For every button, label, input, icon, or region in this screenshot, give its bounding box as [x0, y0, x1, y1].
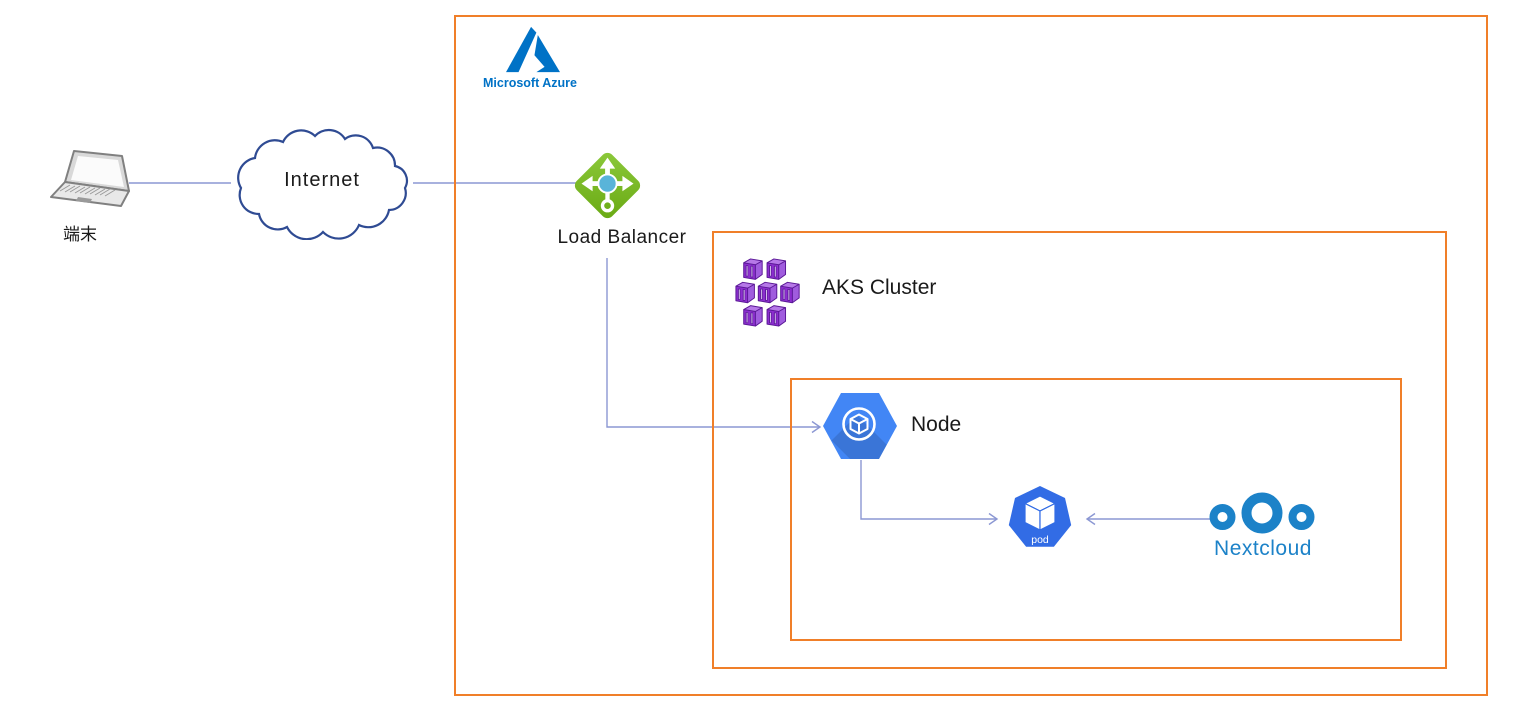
nextcloud-label: Nextcloud — [1214, 537, 1312, 560]
laptop-icon — [48, 147, 136, 213]
client-label: 端末 — [63, 225, 97, 244]
azure-brand-label: Microsoft Azure — [483, 76, 577, 90]
aks-cluster-box — [712, 231, 1447, 669]
azure-region-box — [454, 15, 1488, 696]
nextcloud-icon — [1208, 492, 1316, 538]
node-label: Node — [911, 413, 962, 436]
aks-cluster-label: AKS Cluster — [822, 276, 937, 299]
load-balancer-label: Load Balancer — [557, 227, 687, 248]
node-box — [790, 378, 1402, 641]
node-icon — [823, 393, 897, 459]
aks-cluster-icon — [734, 257, 804, 329]
pod-icon: pod — [1005, 486, 1075, 552]
load-balancer-icon — [569, 147, 646, 224]
internet-cloud-icon — [227, 126, 417, 240]
azure-logo-icon — [506, 26, 560, 73]
pod-label: pod — [1031, 534, 1049, 546]
internet-label: Internet — [284, 169, 360, 191]
